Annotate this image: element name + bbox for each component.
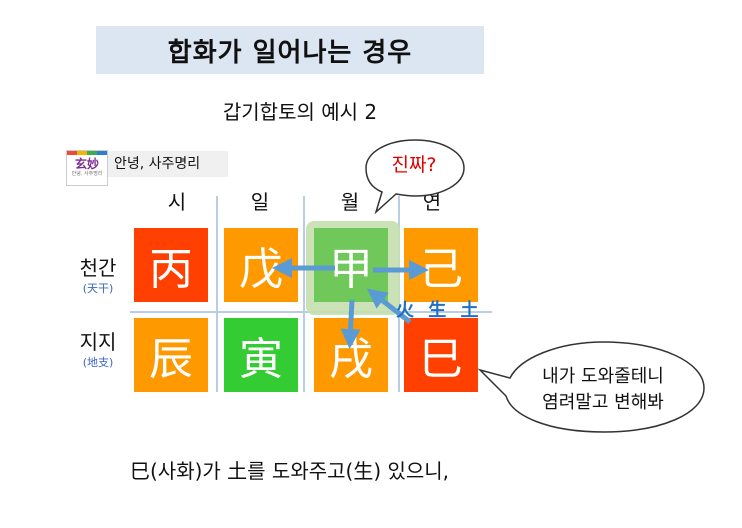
logo-stripe-blue: [97, 151, 107, 155]
footer-caption: 巳(사화)가 土를 도와주고(生) 있으니,: [130, 459, 450, 483]
branch-hour: 辰: [134, 318, 208, 392]
branch-year: 巳: [404, 318, 478, 392]
column-header-day: 일: [250, 190, 270, 214]
logo-stripe-red: [67, 151, 77, 155]
logo-stripe-yellow: [77, 151, 87, 155]
row-subheader-branches: (地支): [82, 356, 114, 369]
arrow-to-month-branch: [340, 299, 361, 349]
row-header-branches: 지지: [79, 330, 117, 354]
fire-generates-earth-label: 火 生 土: [396, 300, 483, 321]
channel-name: 안녕, 사주명리: [108, 151, 228, 177]
logo-subtext: 안녕, 사주명리: [71, 171, 103, 177]
grid-line-v1: [216, 196, 218, 392]
branch-day: 寅: [224, 318, 298, 392]
column-header-month: 월: [340, 190, 360, 214]
logo-stripe-green: [87, 151, 97, 155]
page-title: 합화가 일어나는 경우: [167, 37, 413, 68]
subtitle: 갑기합토의 예시 2: [222, 100, 378, 124]
speech-bubble-right-line1: 내가 도와줄테니: [542, 366, 664, 387]
speech-bubble-top: [365, 139, 465, 215]
column-header-year: 연: [422, 190, 442, 214]
row-subheader-stems: (天干): [82, 282, 114, 295]
stem-hour: 丙: [134, 228, 208, 302]
title-banner: 합화가 일어나는 경우: [96, 26, 484, 74]
channel-logo: 玄妙 안녕, 사주명리: [66, 150, 108, 186]
grid-line-v2: [303, 196, 305, 392]
stem-day: 戊: [224, 228, 298, 302]
logo-text: 玄妙: [74, 157, 99, 171]
column-header-hour: 시: [167, 190, 187, 214]
speech-bubble-right: [477, 341, 705, 433]
row-header-stems: 천간: [79, 256, 117, 280]
arrow-from-year-branch: [366, 288, 412, 324]
speech-bubble-top-text: 진짜?: [391, 154, 437, 176]
speech-bubble-right-line2: 염려말고 변해봐: [542, 392, 664, 413]
